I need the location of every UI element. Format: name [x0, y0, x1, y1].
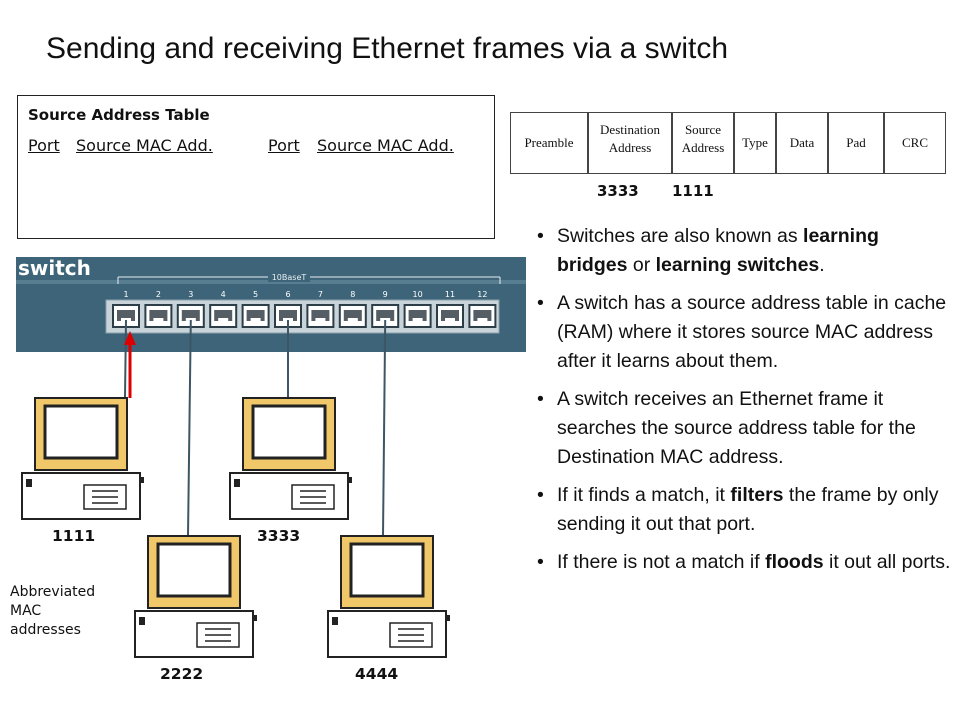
- bullet-text: it out all ports.: [823, 551, 951, 573]
- port-number: 1: [123, 290, 128, 299]
- source-address-table: Source Address Table Port Source MAC Add…: [17, 95, 495, 239]
- mac-note-line-3: addresses: [10, 622, 81, 638]
- bullet-item: If there is not a match if floods it out…: [537, 548, 953, 577]
- port-number: 3: [188, 290, 193, 299]
- column-header-mac-1: Source MAC Add.: [76, 136, 213, 155]
- bold-term: learning switches: [655, 254, 820, 276]
- switch-label: switch: [18, 256, 91, 280]
- monitor-screen: [349, 542, 425, 598]
- host-label-4444: 4444: [355, 665, 399, 683]
- port-10: 10: [403, 290, 432, 328]
- column-header-port-1: Port: [28, 136, 60, 155]
- frame-field-text: Preamble: [524, 135, 573, 150]
- frame-field-text: Pad: [846, 135, 866, 150]
- host-label-1111: 1111: [52, 527, 96, 545]
- hosts: [21, 397, 450, 658]
- frame-field-text: Destination: [600, 122, 660, 137]
- frame-field-6: CRC: [884, 112, 946, 174]
- host-label-3333: 3333: [257, 527, 301, 545]
- switch-model-backdrop: [268, 271, 310, 282]
- port-number: 6: [285, 290, 290, 299]
- frame-field-text: Type: [742, 135, 768, 150]
- frame-field-text: Source: [685, 122, 721, 137]
- bullet-text: A switch has a source address table in c…: [557, 292, 947, 372]
- port-number: 12: [477, 290, 487, 299]
- computer-case: [229, 472, 349, 520]
- frame-dest-value: 3333: [597, 182, 639, 200]
- frame-field-text: CRC: [902, 135, 928, 150]
- column-header-mac-2: Source MAC Add.: [317, 136, 454, 155]
- bullet-text: .: [819, 254, 825, 276]
- port-4: 4: [209, 290, 238, 328]
- port-number: 9: [383, 290, 388, 299]
- frame-field-3: Type: [734, 112, 776, 174]
- port-number: 4: [221, 290, 226, 299]
- frame-field-4: Data: [776, 112, 828, 174]
- port-number: 5: [253, 290, 258, 299]
- frame-field-5: Pad: [828, 112, 884, 174]
- switch-model: 10BaseT: [272, 273, 307, 282]
- bold-term: learning bridges: [557, 225, 879, 276]
- host-label-2222: 2222: [160, 665, 204, 683]
- port-number: 10: [413, 290, 423, 299]
- monitor-screen: [251, 404, 327, 460]
- port-11: 11: [436, 290, 464, 328]
- frame-field-text: Data: [790, 135, 815, 150]
- port-7: 7: [306, 290, 335, 328]
- port-12: 12: [468, 290, 497, 328]
- bullet-item: A switch has a source address table in c…: [537, 289, 953, 376]
- frame-field-text: Address: [609, 140, 652, 155]
- bullet-text: A switch receives an Ethernet frame it s…: [557, 388, 916, 468]
- monitor-screen: [156, 542, 232, 598]
- bullet-text: If it finds a match, it: [557, 484, 731, 506]
- cable-1111: [124, 319, 127, 399]
- cable-4444: [382, 319, 387, 537]
- table-title: Source Address Table: [28, 106, 210, 124]
- port-number: 7: [318, 290, 323, 299]
- computer-2222: [134, 535, 257, 658]
- computer-1111: [21, 397, 144, 520]
- frame-src-value: 1111: [672, 182, 714, 200]
- bold-term: floods: [765, 551, 824, 573]
- mac-note-line-1: Abbreviated: [10, 584, 96, 600]
- bold-term: filters: [730, 484, 784, 506]
- column-header-port-2: Port: [268, 136, 300, 155]
- bullet-item: A switch receives an Ethernet frame it s…: [537, 385, 953, 472]
- port-number: 11: [445, 290, 455, 299]
- computer-3333: [229, 397, 352, 520]
- port-8: 8: [338, 290, 367, 328]
- bullet-item: If it finds a match, it filters the fram…: [537, 481, 953, 539]
- bullet-text: or: [627, 254, 656, 276]
- bullet-text: the frame by only sending it out that po…: [557, 484, 939, 535]
- frame-arrow-head: [124, 331, 136, 345]
- computer-4444: [327, 535, 450, 658]
- cable-2222: [187, 319, 192, 537]
- frame-field-0: Preamble: [510, 112, 588, 174]
- cables: [124, 319, 387, 537]
- port-2: 2: [144, 290, 173, 328]
- port-number: 8: [350, 290, 355, 299]
- port-5: 5: [241, 290, 270, 328]
- bullet-list: Switches are also known as learning brid…: [537, 222, 953, 586]
- frame-field-text: Address: [682, 140, 725, 155]
- page-title: Sending and receiving Ethernet frames vi…: [46, 32, 729, 65]
- bullet-item: Switches are also known as learning brid…: [537, 222, 953, 280]
- mac-note: Abbreviated MAC addresses: [10, 583, 120, 640]
- port-number: 2: [156, 290, 161, 299]
- monitor-screen: [43, 404, 119, 460]
- mac-note-line-2: MAC: [10, 603, 42, 619]
- bullet-text: Switches are also known as: [557, 225, 804, 247]
- bullet-text: If there is not a match if: [557, 551, 766, 573]
